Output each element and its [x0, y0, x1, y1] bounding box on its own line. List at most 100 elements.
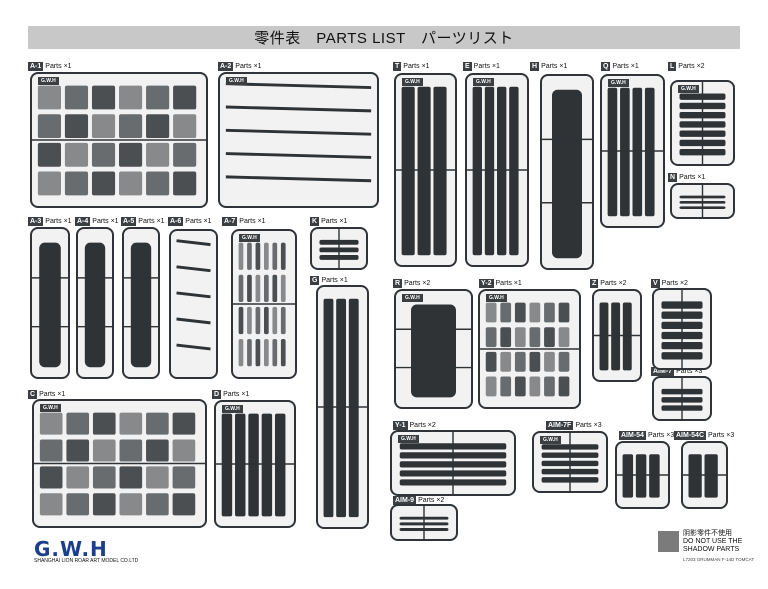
- company-name: SHANGHAI LION ROAR ART MODEL CO.LTD: [34, 558, 139, 564]
- sprue-code: H: [530, 62, 540, 71]
- sprue-qty: Parts ×2: [409, 422, 436, 429]
- sprue-frame: [681, 441, 728, 509]
- sprue-code: V: [651, 279, 660, 288]
- shadow-note-line2: DO NOT USE THE: [683, 538, 743, 545]
- sprue-frame: [540, 74, 594, 270]
- sprue-brand-tag: G.W.H: [678, 85, 699, 93]
- sprue-qty: Parts ×1: [612, 63, 639, 70]
- sprue-code: AIM-54C: [674, 431, 707, 440]
- sprue-frame: G.W.H: [394, 289, 473, 409]
- sprue-parts-drawing: [216, 413, 294, 517]
- shadow-note-line1: 阴影零件不使用: [683, 530, 732, 537]
- sprue-frame: G.W.H: [231, 229, 297, 379]
- sprue-brand-tag: G.W.H: [226, 77, 247, 85]
- sprue-parts-drawing: [661, 290, 703, 368]
- shadow-note: 阴影零件不使用 DO NOT USE THE SHADOW PARTS: [683, 530, 742, 554]
- sprue-frame: [76, 227, 114, 379]
- sprue-frame: [390, 504, 458, 541]
- sprue-qty: Parts ×2: [678, 63, 705, 70]
- sprue-parts-drawing: [396, 304, 471, 398]
- sprue-frame: [310, 227, 368, 270]
- sprue-qty: Parts ×1: [185, 218, 212, 225]
- sprue-parts-drawing: [176, 239, 211, 351]
- sprue-parts-drawing: [34, 412, 205, 516]
- sprue-qty: Parts ×2: [404, 280, 431, 287]
- sprue-frame: [670, 183, 735, 219]
- sprue-parts-drawing: [617, 454, 668, 498]
- sprue-brand-tag: G.W.H: [402, 294, 423, 302]
- sprue-frame: G.W.H: [30, 72, 208, 208]
- sprue-parts-drawing: [683, 454, 726, 498]
- sprue-qty: Parts ×1: [495, 280, 522, 287]
- sprue-brand-tag: G.W.H: [402, 78, 423, 86]
- sprue-parts-drawing: [661, 378, 703, 419]
- sprue-frame: [652, 288, 712, 370]
- sprue-qty: Parts ×1: [679, 174, 706, 181]
- sprue-brand-tag: G.W.H: [486, 294, 507, 302]
- sprue-qty: Parts ×2: [661, 280, 688, 287]
- shadow-note-line3: SHADOW PARTS: [683, 546, 740, 553]
- sprue-frame: G.W.H: [32, 399, 207, 528]
- sprue-code: AIM-54: [619, 431, 646, 440]
- sprue-parts-drawing: [467, 86, 527, 256]
- model-code: L7203 GRUMMAN F-14D TOMCAT: [683, 557, 755, 562]
- sprue-code: Q: [601, 62, 611, 71]
- sprue-frame: G.W.H: [670, 80, 735, 166]
- sprue-brand-tag: G.W.H: [222, 405, 243, 413]
- sprue-frame: G.W.H: [218, 72, 379, 208]
- sprue-qty: Parts ×1: [541, 63, 568, 70]
- sprue-code: D: [212, 390, 222, 399]
- sprue-frame: G.W.H: [390, 430, 516, 496]
- sprue-frame: [316, 285, 369, 529]
- sprue-qty: Parts ×3: [708, 432, 735, 439]
- sprue-qty: Parts ×1: [223, 391, 250, 398]
- sprue-qty: Parts ×1: [45, 63, 72, 70]
- sprue-brand-tag: G.W.H: [239, 234, 260, 242]
- sprue-qty: Parts ×1: [403, 63, 430, 70]
- sprue-parts-drawing: [480, 302, 579, 397]
- sprue-brand-tag: G.W.H: [540, 436, 561, 444]
- sprue-parts-drawing: [78, 242, 112, 368]
- sprue-code: T: [393, 62, 402, 71]
- sprue-qty: Parts ×2: [418, 497, 445, 504]
- sprue-code: C: [28, 390, 38, 399]
- sprue-brand-tag: G.W.H: [398, 435, 419, 443]
- sprue-parts-drawing: [124, 242, 158, 368]
- sprue-frame: G.W.H: [532, 431, 608, 493]
- sprue-frame: [615, 441, 670, 509]
- sprue-code: A-5: [121, 217, 137, 226]
- sprue-code: L: [668, 62, 677, 71]
- sprue-parts-drawing: [541, 433, 599, 491]
- sprue-frame: G.W.H: [600, 74, 665, 228]
- sprue-parts-drawing: [679, 82, 726, 164]
- sprue-parts-drawing: [399, 432, 507, 494]
- sprue-code: A-3: [28, 217, 44, 226]
- sprue-qty: Parts ×1: [138, 218, 165, 225]
- sprue-qty: Parts ×1: [473, 63, 500, 70]
- sprue-qty: Parts ×1: [45, 218, 72, 225]
- sprue-frame: G.W.H: [214, 400, 296, 528]
- sprue-code: AIM-9: [393, 496, 417, 505]
- sprue-parts-drawing: [32, 242, 68, 368]
- sprue-parts-drawing: [594, 302, 640, 371]
- sprue-frame: [169, 229, 218, 379]
- shadow-swatch: [658, 531, 679, 552]
- sprue-parts-drawing: [542, 89, 592, 259]
